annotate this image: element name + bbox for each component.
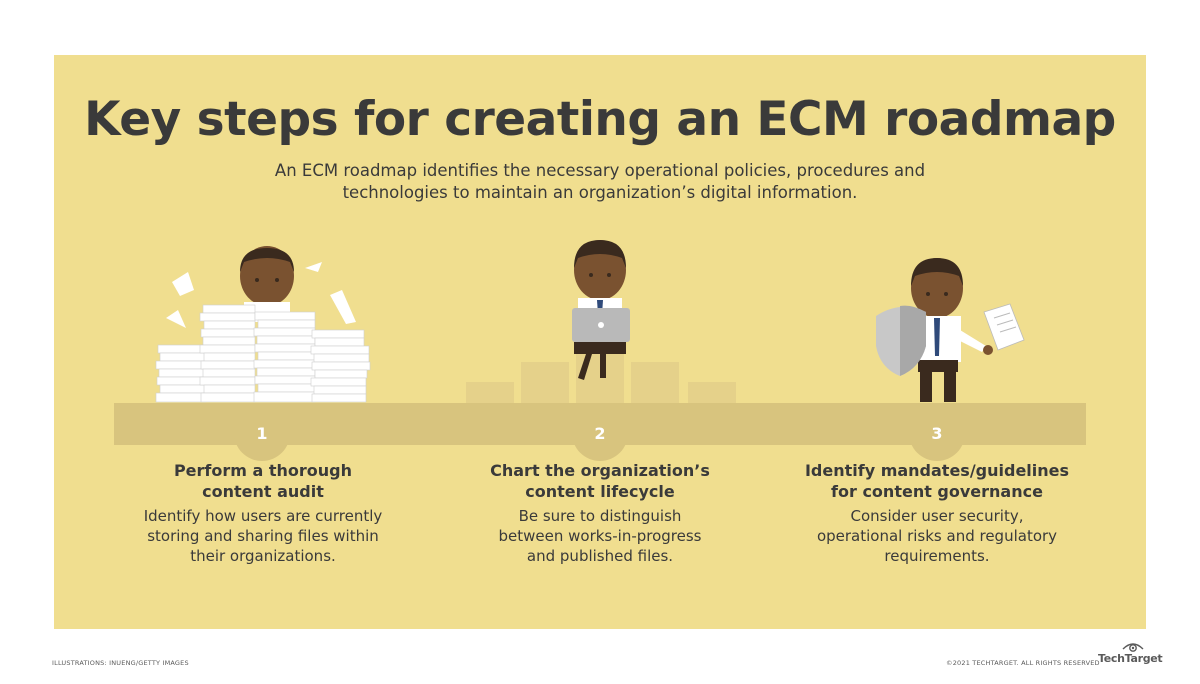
brand-logo: TechTarget	[1098, 652, 1163, 665]
step-2-body-line-3: and published files.	[526, 547, 674, 565]
subtitle-line-1: An ECM roadmap identifies the necessary …	[274, 161, 926, 180]
paper-stack-icon	[155, 304, 371, 403]
person-with-shield-illustration	[876, 258, 1025, 402]
bar-chart-steps-icon	[466, 345, 736, 404]
step-3-description: Consider user security, operational risk…	[787, 506, 1087, 566]
step-1-description: Identify how users are currently storing…	[113, 506, 413, 566]
step-3-heading: Identify mandates/guidelines for content…	[787, 460, 1087, 502]
step-2-body-line-2: between works-in-progress	[498, 527, 702, 545]
laptop-icon	[572, 308, 630, 342]
step-2-circle	[572, 405, 628, 461]
step-1-heading-line-2: content audit	[202, 482, 324, 501]
copyright-notice: ©2021 TECHTARGET. ALL RIGHTS RESERVED	[946, 659, 1100, 667]
subtitle-line-2: technologies to maintain an organization…	[342, 183, 858, 202]
page-title: Key steps for creating an ECM roadmap	[84, 92, 1116, 147]
person-with-laptop-illustration	[572, 240, 630, 380]
step-2-description: Be sure to distinguish between works-in-…	[450, 506, 750, 566]
step-1-body-line-2: storing and sharing files within	[147, 527, 379, 545]
step-3-body-line-3: requirements.	[884, 547, 990, 565]
step-3-circle	[909, 405, 965, 461]
document-icon	[983, 303, 1025, 351]
eye-logo-icon	[1122, 643, 1144, 652]
step-2-number: 2	[594, 424, 606, 443]
step-1-heading-line-1: Perform a thorough	[173, 461, 353, 480]
step-2-heading-line-2: content lifecycle	[525, 482, 675, 501]
shield-icon	[876, 305, 926, 376]
step-3-body-line-2: operational risks and regulatory	[816, 527, 1058, 545]
step-1-heading: Perform a thorough content audit	[113, 460, 413, 502]
illustration-credit: ILLUSTRATIONS: INUENG/GETTY IMAGES	[52, 659, 189, 667]
person-with-papers-illustration	[155, 246, 371, 403]
subtitle: An ECM roadmap identifies the necessary …	[250, 160, 950, 204]
step-1-circle	[234, 405, 290, 461]
step-1-body-line-1: Identify how users are currently	[143, 507, 383, 525]
step-3-body-line-1: Consider user security,	[850, 507, 1024, 525]
step-3-heading-line-1: Identify mandates/guidelines	[804, 461, 1070, 480]
step-2-heading-line-1: Chart the organization’s	[490, 461, 710, 480]
step-3-number: 3	[931, 424, 943, 443]
step-2-body-line-1: Be sure to distinguish	[518, 507, 682, 525]
step-1-number: 1	[256, 424, 268, 443]
step-2-heading: Chart the organization’s content lifecyc…	[450, 460, 750, 502]
step-1-body-line-3: their organizations.	[190, 547, 336, 565]
step-3-heading-line-2: for content governance	[831, 482, 1043, 501]
flying-paper-icon	[166, 262, 356, 328]
